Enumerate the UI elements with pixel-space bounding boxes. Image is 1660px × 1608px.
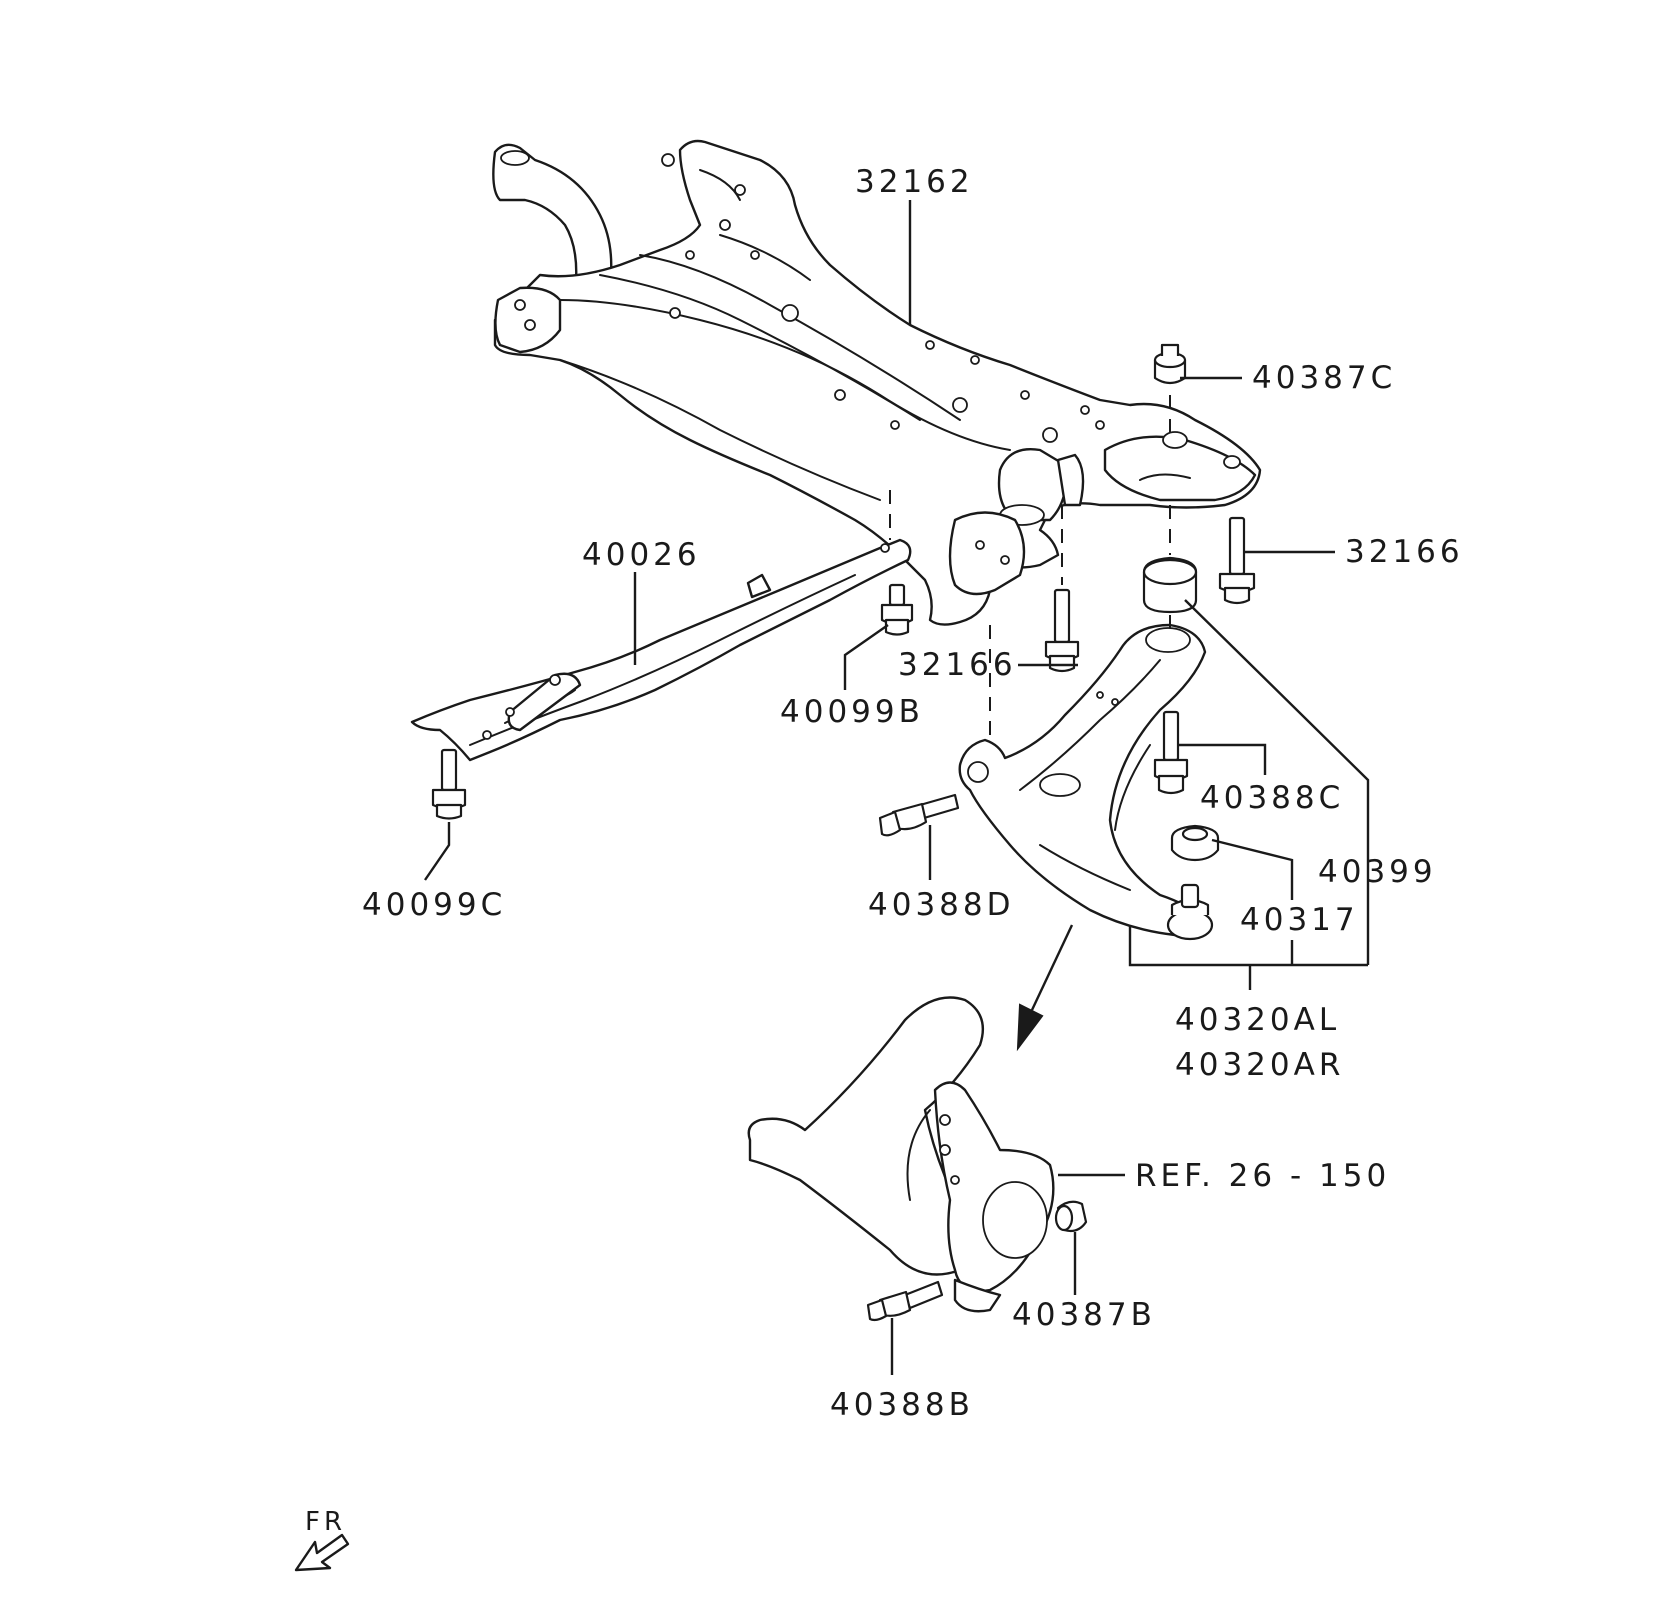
label-40388D: 40388D	[868, 887, 1015, 923]
label-40026: 40026	[582, 537, 701, 573]
steering-knuckle-ref	[747, 996, 1055, 1313]
bolt-40388C	[1153, 710, 1189, 795]
bolt-40099B	[880, 583, 914, 636]
label-40388B: 40388B	[830, 1387, 974, 1423]
label-40387B: 40387B	[1012, 1297, 1156, 1333]
bolt-32166-right	[1218, 516, 1256, 605]
leader-40320	[1128, 925, 1368, 990]
label-40399: 40399	[1318, 854, 1437, 890]
nut-40387C	[1153, 343, 1187, 385]
label-40387C: 40387C	[1252, 360, 1396, 396]
boot-40317	[1170, 824, 1220, 862]
leader-40399	[1184, 599, 1370, 965]
label-40099B: 40099B	[780, 694, 924, 730]
lower-arm-40320	[958, 623, 1207, 937]
label-40388C: 40388C	[1200, 780, 1344, 816]
label-40320AL: 40320AL	[1175, 1002, 1340, 1038]
leader-40099C	[424, 822, 451, 881]
label-40320AR: 40320AR	[1175, 1047, 1344, 1083]
leader-40388C	[1178, 743, 1267, 775]
leader-40099B	[843, 624, 889, 690]
ball-joint-40317	[1166, 883, 1214, 941]
label-40317: 40317	[1240, 902, 1359, 938]
leader-40317	[1211, 838, 1294, 900]
bar-40026	[410, 538, 912, 762]
label-32166-center: 32166	[898, 647, 1017, 683]
label-fr: FR	[305, 1507, 346, 1537]
bolt-40099C	[431, 748, 467, 820]
bolt-40388D	[878, 793, 960, 837]
label-32166-right: 32166	[1345, 534, 1464, 570]
bolt-32166-center	[1044, 588, 1080, 673]
hollow-arrow-down-left-icon	[294, 1533, 350, 1572]
nut-40387B	[1054, 1200, 1088, 1233]
label-ref-26-150: REF. 26 - 150	[1135, 1158, 1390, 1194]
crossmember-32162	[492, 139, 1262, 626]
solid-arrow-down-icon	[1016, 924, 1074, 1052]
bolt-40388B	[866, 1280, 944, 1322]
label-32162: 32162	[855, 164, 974, 200]
label-40099C: 40099C	[362, 887, 506, 923]
bushing-40399	[1142, 556, 1198, 614]
